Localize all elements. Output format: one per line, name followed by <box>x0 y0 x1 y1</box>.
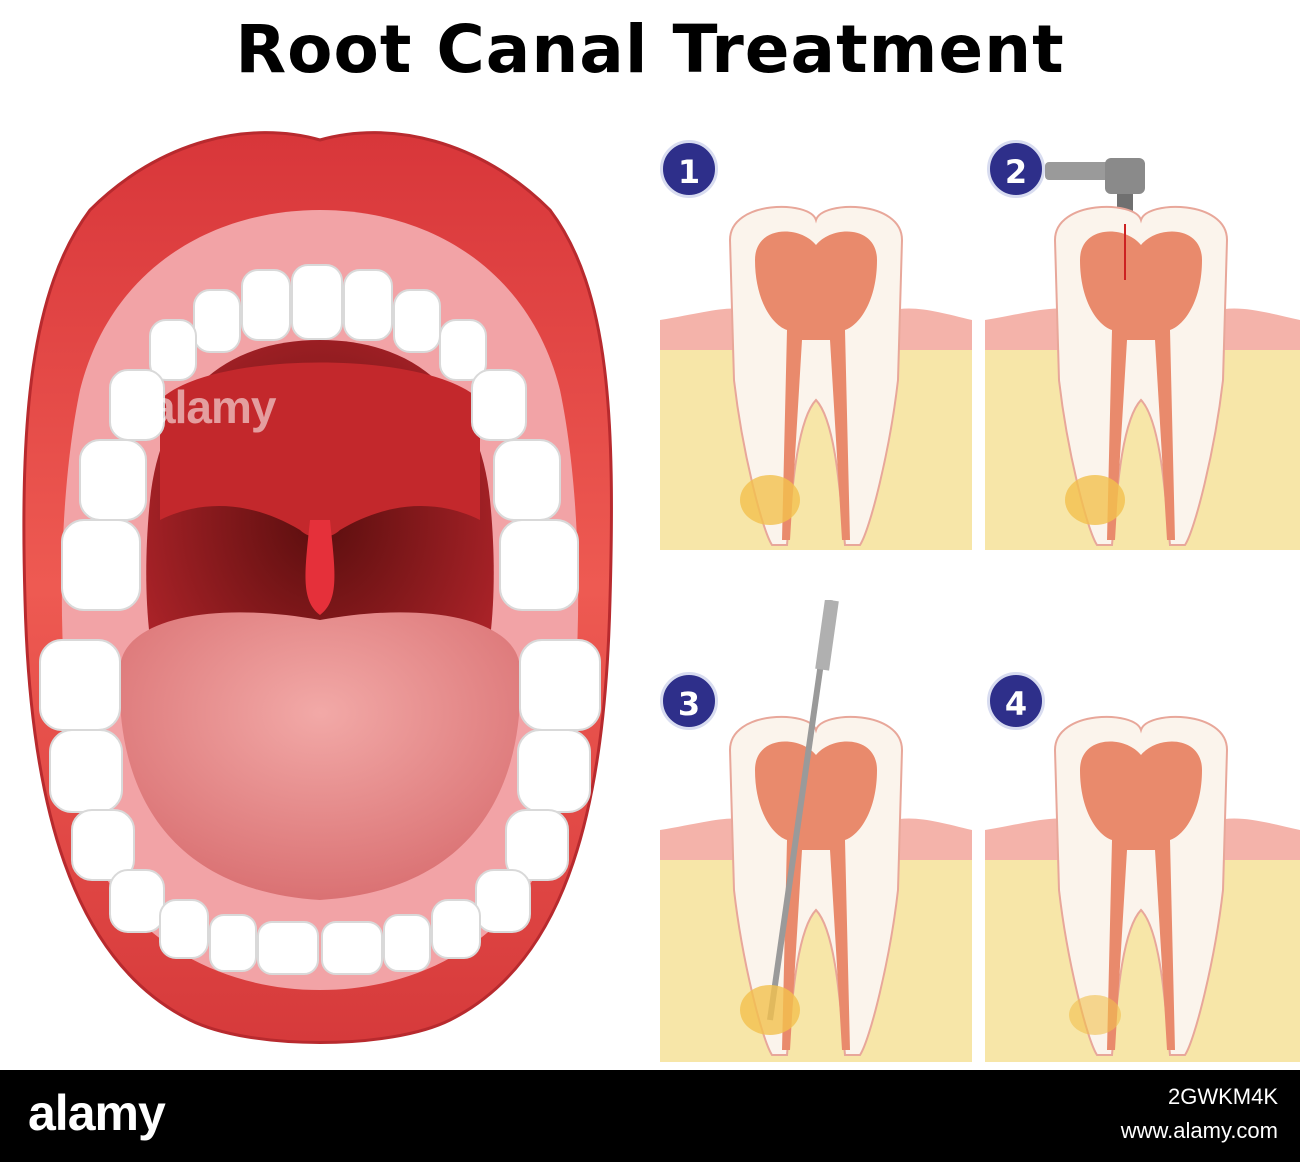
step-4-panel: 4 <box>985 670 1300 1110</box>
step-1-panel: 1 <box>660 140 980 580</box>
footer-image-id: 2GWKM4K <box>1167 1084 1278 1109</box>
step-1-badge: 1 <box>660 140 718 198</box>
tooth-cross-section-2 <box>985 158 1300 550</box>
step-3-badge: 3 <box>660 672 718 730</box>
footer-url: www.alamy.com <box>1120 1118 1278 1143</box>
tooth-cross-section-3 <box>660 600 972 1062</box>
footer-bar: alamy 2GWKM4K www.alamy.com <box>0 1070 1300 1162</box>
open-mouth-illustration <box>22 131 613 1044</box>
step-2-panel: 2 <box>985 140 1300 580</box>
tooth-cross-section-4 <box>985 715 1300 1062</box>
step-3-panel: 3 <box>660 600 980 1062</box>
step-4-badge: 4 <box>987 672 1045 730</box>
tooth-cross-section-1 <box>660 205 972 550</box>
step-2-badge: 2 <box>987 140 1045 198</box>
diagram-title: Root Canal Treatment <box>235 11 1065 88</box>
footer-logo: alamy <box>28 1085 166 1141</box>
watermark: alamy <box>150 381 276 433</box>
